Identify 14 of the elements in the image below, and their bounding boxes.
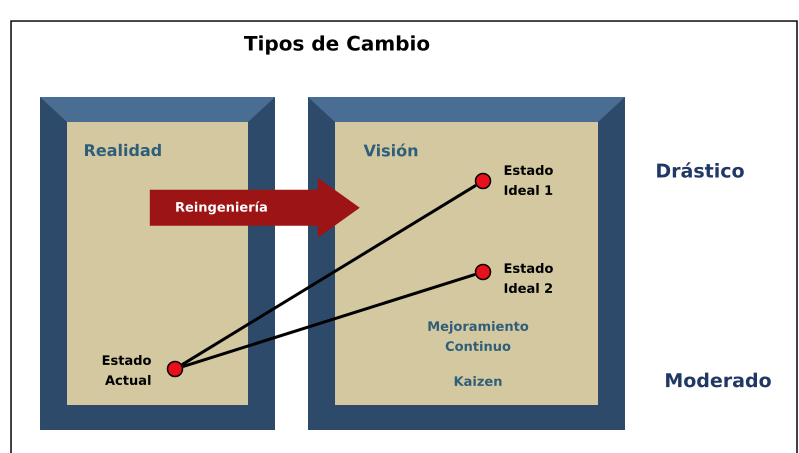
point-label: Estado Ideal 2 (504, 262, 553, 294)
dot (474, 172, 492, 190)
connector-line (181, 184, 477, 366)
dot (474, 264, 492, 280)
title: Tipos de Cambio (244, 35, 430, 55)
arrow-label: Reingeniería (174, 200, 269, 216)
point-label: Estado Ideal 1 (504, 164, 553, 196)
axis-label: Moderado (666, 372, 771, 388)
connector-line (182, 273, 476, 368)
dot (166, 360, 184, 378)
panel-note: Mejoramiento Continuo (428, 320, 528, 352)
point-label: Estado Actual (102, 354, 151, 386)
panel-note: Kaizen (454, 376, 502, 386)
axis-label: Drástico (657, 162, 744, 178)
